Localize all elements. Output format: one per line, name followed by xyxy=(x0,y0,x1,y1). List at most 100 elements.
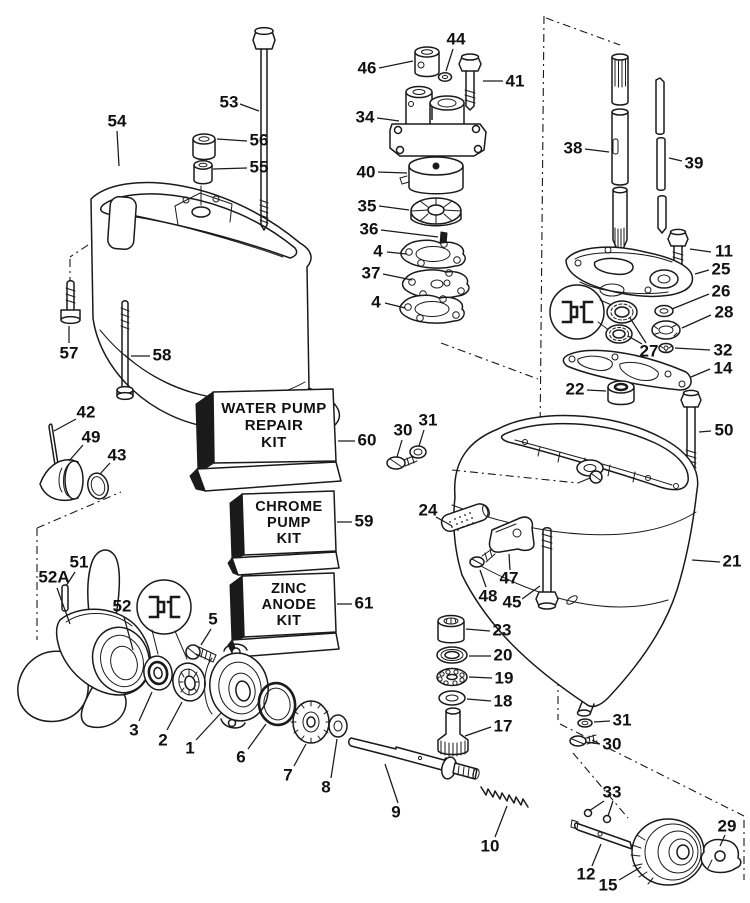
leader-line-24 xyxy=(435,516,453,527)
callout-4: 4 xyxy=(371,293,381,312)
part-53-bolt xyxy=(252,26,276,231)
part-28-retainer xyxy=(651,320,681,340)
callout-33: 33 xyxy=(603,783,622,802)
construction-lines xyxy=(36,15,745,880)
leader-line-54 xyxy=(116,130,120,167)
leader-line-9 xyxy=(384,763,399,804)
part-37-impeller-plate xyxy=(401,269,470,299)
part-50-bolt xyxy=(680,389,702,473)
leader-line-10 xyxy=(494,805,508,838)
callout-6: 6 xyxy=(236,748,245,767)
leader-line-33 xyxy=(588,800,605,812)
leader-line-35 xyxy=(378,205,410,211)
callout-37: 37 xyxy=(362,264,381,283)
callout-51: 51 xyxy=(70,553,89,572)
part-10-spring xyxy=(480,786,529,808)
part-42-cotter-pin xyxy=(48,423,59,466)
part-32-locknut xyxy=(658,342,674,354)
part-21-gearcase-housing xyxy=(451,414,699,717)
kit-text-line: CHROME xyxy=(255,499,322,515)
part-9-prop-shaft xyxy=(348,737,480,780)
kit-text-line: ZINC xyxy=(271,581,307,597)
part-4-gasket-upper xyxy=(400,239,466,269)
part-24-screen xyxy=(440,503,490,532)
propeller-group xyxy=(17,423,192,728)
part-3-seal xyxy=(143,655,173,691)
leader-line-30 xyxy=(584,741,601,745)
part-14-gasket xyxy=(562,349,692,391)
leader-line-55 xyxy=(212,167,248,170)
callout-48: 48 xyxy=(479,587,498,606)
leader-line-17 xyxy=(464,726,492,737)
kit-text-line: PUMP xyxy=(267,515,311,531)
leader-line-4 xyxy=(386,251,408,255)
callout-58: 58 xyxy=(153,346,172,365)
callout-56: 56 xyxy=(250,131,269,150)
callout-55: 55 xyxy=(250,158,269,177)
part-44-oring xyxy=(437,72,453,82)
callout-28: 28 xyxy=(715,303,734,322)
callout-45: 45 xyxy=(503,593,522,612)
callout-31: 31 xyxy=(419,411,438,430)
leader-line-43 xyxy=(99,462,111,475)
part-47-anode xyxy=(488,516,535,553)
part-48-screw xyxy=(469,548,496,568)
callout-36: 36 xyxy=(360,220,379,239)
part-51-shear-pin xyxy=(61,584,69,612)
leader-line-44 xyxy=(445,48,454,72)
part-30-screw-upper xyxy=(386,454,418,470)
callout-61: 61 xyxy=(355,594,374,613)
leader-line-18 xyxy=(466,698,492,702)
part-35-impeller xyxy=(410,197,462,227)
part-45-bolt xyxy=(535,527,559,610)
callout-30: 30 xyxy=(394,421,413,440)
callout-14: 14 xyxy=(714,359,733,378)
water-pump-group xyxy=(389,46,487,324)
callout-39: 39 xyxy=(685,154,704,173)
leader-line-52A xyxy=(56,587,71,625)
part-4-gasket-lower xyxy=(399,294,465,324)
leader-line-47 xyxy=(508,553,511,571)
callout-32: 32 xyxy=(714,341,733,360)
callout-30: 30 xyxy=(603,735,622,754)
callout-29: 29 xyxy=(718,817,737,836)
leader-line-36 xyxy=(380,229,439,238)
part-33-detent-balls xyxy=(583,808,612,824)
part-8-thrust-washer xyxy=(328,714,348,738)
leader-line-4 xyxy=(384,302,406,309)
leader-line-39 xyxy=(668,157,683,162)
part-15-clutch-gear xyxy=(630,818,705,886)
callout-38: 38 xyxy=(564,139,583,158)
kit-boxes xyxy=(189,388,342,658)
callout-19: 19 xyxy=(495,669,514,688)
part-38-driveshaft xyxy=(611,53,629,250)
kit-text-line: REPAIR xyxy=(245,417,304,434)
callout-18: 18 xyxy=(494,692,513,711)
part-5-screw xyxy=(185,644,217,663)
part-52-propeller xyxy=(17,549,152,728)
leader-line-46 xyxy=(378,60,414,69)
leader-line-51 xyxy=(65,571,76,587)
callout-1: 1 xyxy=(185,739,194,758)
part-27-seal-detail-circle xyxy=(549,284,615,340)
part-55-bushing xyxy=(193,160,213,185)
part-31-washer-lower xyxy=(577,718,593,728)
callout-44: 44 xyxy=(447,30,466,49)
callout-17: 17 xyxy=(494,717,513,736)
callout-54: 54 xyxy=(108,112,127,131)
kit-text-line: KIT xyxy=(277,531,302,547)
leader-line-27 xyxy=(627,335,643,345)
leader-line-27 xyxy=(629,317,647,344)
callout-24: 24 xyxy=(419,501,438,520)
leader-line-37 xyxy=(382,273,413,281)
callout-3: 3 xyxy=(129,721,138,740)
part-57-screw xyxy=(60,280,81,325)
callout-57: 57 xyxy=(60,344,79,363)
kit-text-line: KIT xyxy=(277,613,302,629)
kit-box-61-zinc-anode xyxy=(227,572,340,658)
